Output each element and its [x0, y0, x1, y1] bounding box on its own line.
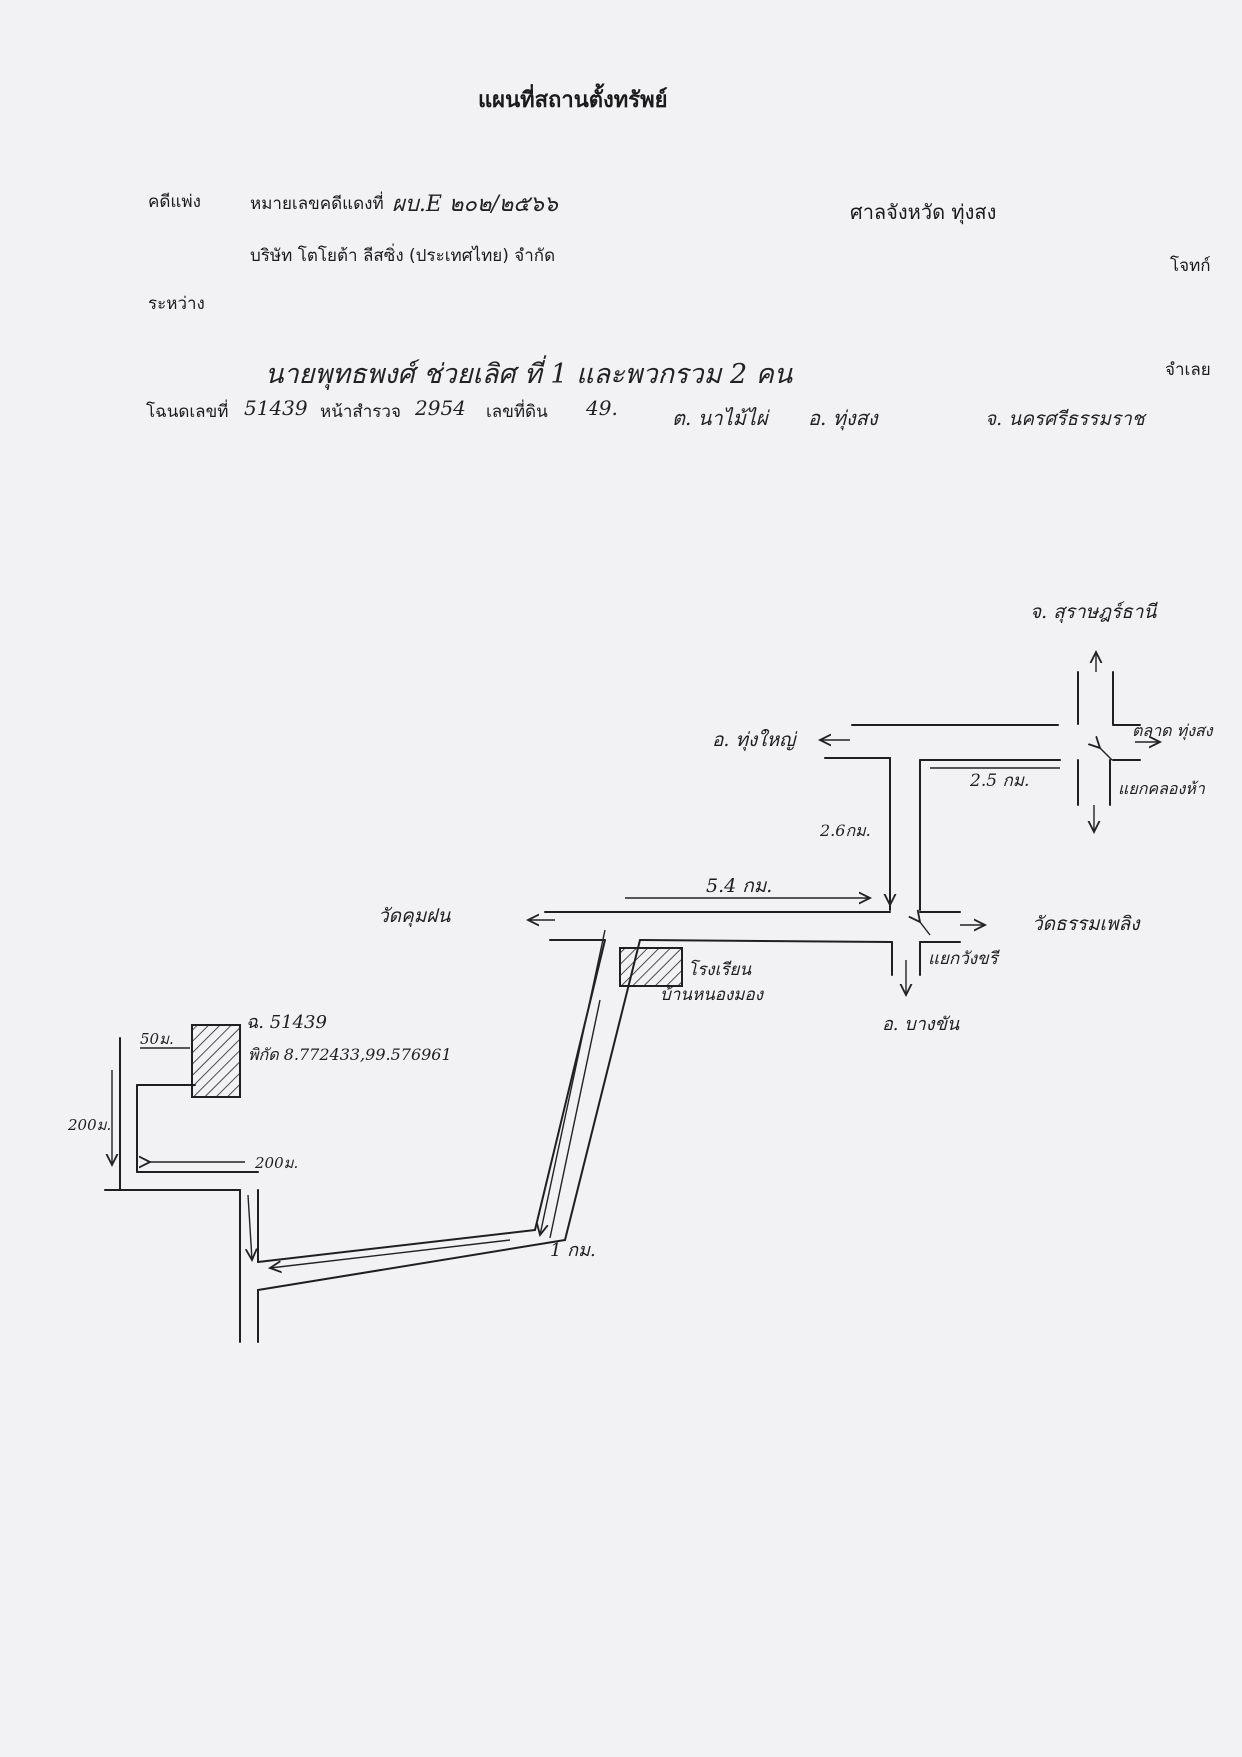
- survey-value: 2954: [415, 396, 466, 420]
- label-plot-coords: พิกัด 8.772433,99.576961: [248, 1045, 452, 1064]
- school-plot: [619, 947, 683, 987]
- defendant-name: นายพุทธพงศ์ ช่วยเลิศ ที่ 1 และพวกรวม 2 ค…: [265, 359, 793, 390]
- defendant-role: จำเลย: [1165, 360, 1211, 380]
- label-to-thung-song: ตลาด ทุ่งสง: [1132, 721, 1214, 741]
- land-number-value: 49.: [586, 396, 618, 420]
- plaintiff-role: โจทก์: [1170, 256, 1211, 276]
- label-dist-54: 5.4 กม.: [706, 875, 772, 897]
- court-name: ศาลจังหวัด ทุ่งสง: [850, 200, 997, 224]
- label-to-surat: จ. สุราษฎร์ธานี: [1030, 601, 1159, 623]
- survey-label: หน้าสำรวจ: [320, 402, 401, 422]
- road-main: [544, 911, 961, 976]
- case-number-label: หมายเลขคดีแดงที่: [250, 194, 384, 214]
- deed-label: โฉนดเลขที่: [146, 402, 229, 422]
- label-intersection-2: แยกวังขรี: [928, 949, 1001, 969]
- label-wat-left: วัดคุมฝน: [378, 905, 451, 927]
- label-dist-50m: 50ม.: [140, 1030, 174, 1048]
- label-dist-25: 2.5 กม.: [969, 771, 1029, 791]
- property-plot: [191, 1024, 241, 1098]
- case-number-value: ผบ.E ๒๐๒/๒๕๖๖: [392, 192, 558, 217]
- label-intersection-1: แยกคลองห้า: [1118, 779, 1206, 798]
- road-top: [824, 671, 1141, 806]
- deed-value: 51439: [244, 396, 308, 420]
- label-plot-deed: ฉ. 51439: [246, 1012, 327, 1033]
- label-school-2: บ้านหนองมอง: [660, 985, 765, 1005]
- label-school-1: โรงเรียน: [688, 959, 751, 980]
- label-dist-1km: 1 กม.: [550, 1240, 596, 1261]
- plaintiff-name: บริษัท โตโยต้า ลีสซิ่ง (ประเทศไทย) จำกัด: [250, 246, 556, 266]
- label-dist-200m-v: 200ม.: [67, 1116, 111, 1134]
- label-to-thung-yai: อ. ทุ่งใหญ่: [712, 728, 798, 751]
- between-label: ระหว่าง: [148, 294, 205, 314]
- road-diagonal: [104, 939, 641, 1343]
- label-wat-right: วัดธรรมเพลิง: [1032, 913, 1141, 935]
- case-type: คดีแพ่ง: [148, 192, 201, 212]
- district: อ. ทุ่งสง: [808, 406, 878, 430]
- province: จ. นครศรีธรรมราช: [985, 408, 1145, 430]
- land-number-label: เลขที่ดิน: [486, 402, 548, 422]
- page-title: แผนที่สถานตั้งทรัพย์: [478, 88, 668, 113]
- subdistrict: ต. นาไม้ไผ่: [672, 406, 768, 430]
- label-dist-26: 2.6กม.: [819, 821, 871, 840]
- label-dist-200m-h: 200ม.: [254, 1154, 298, 1172]
- road-vertical: [889, 757, 921, 911]
- label-to-bang-khan: อ. บางขัน: [882, 1014, 960, 1035]
